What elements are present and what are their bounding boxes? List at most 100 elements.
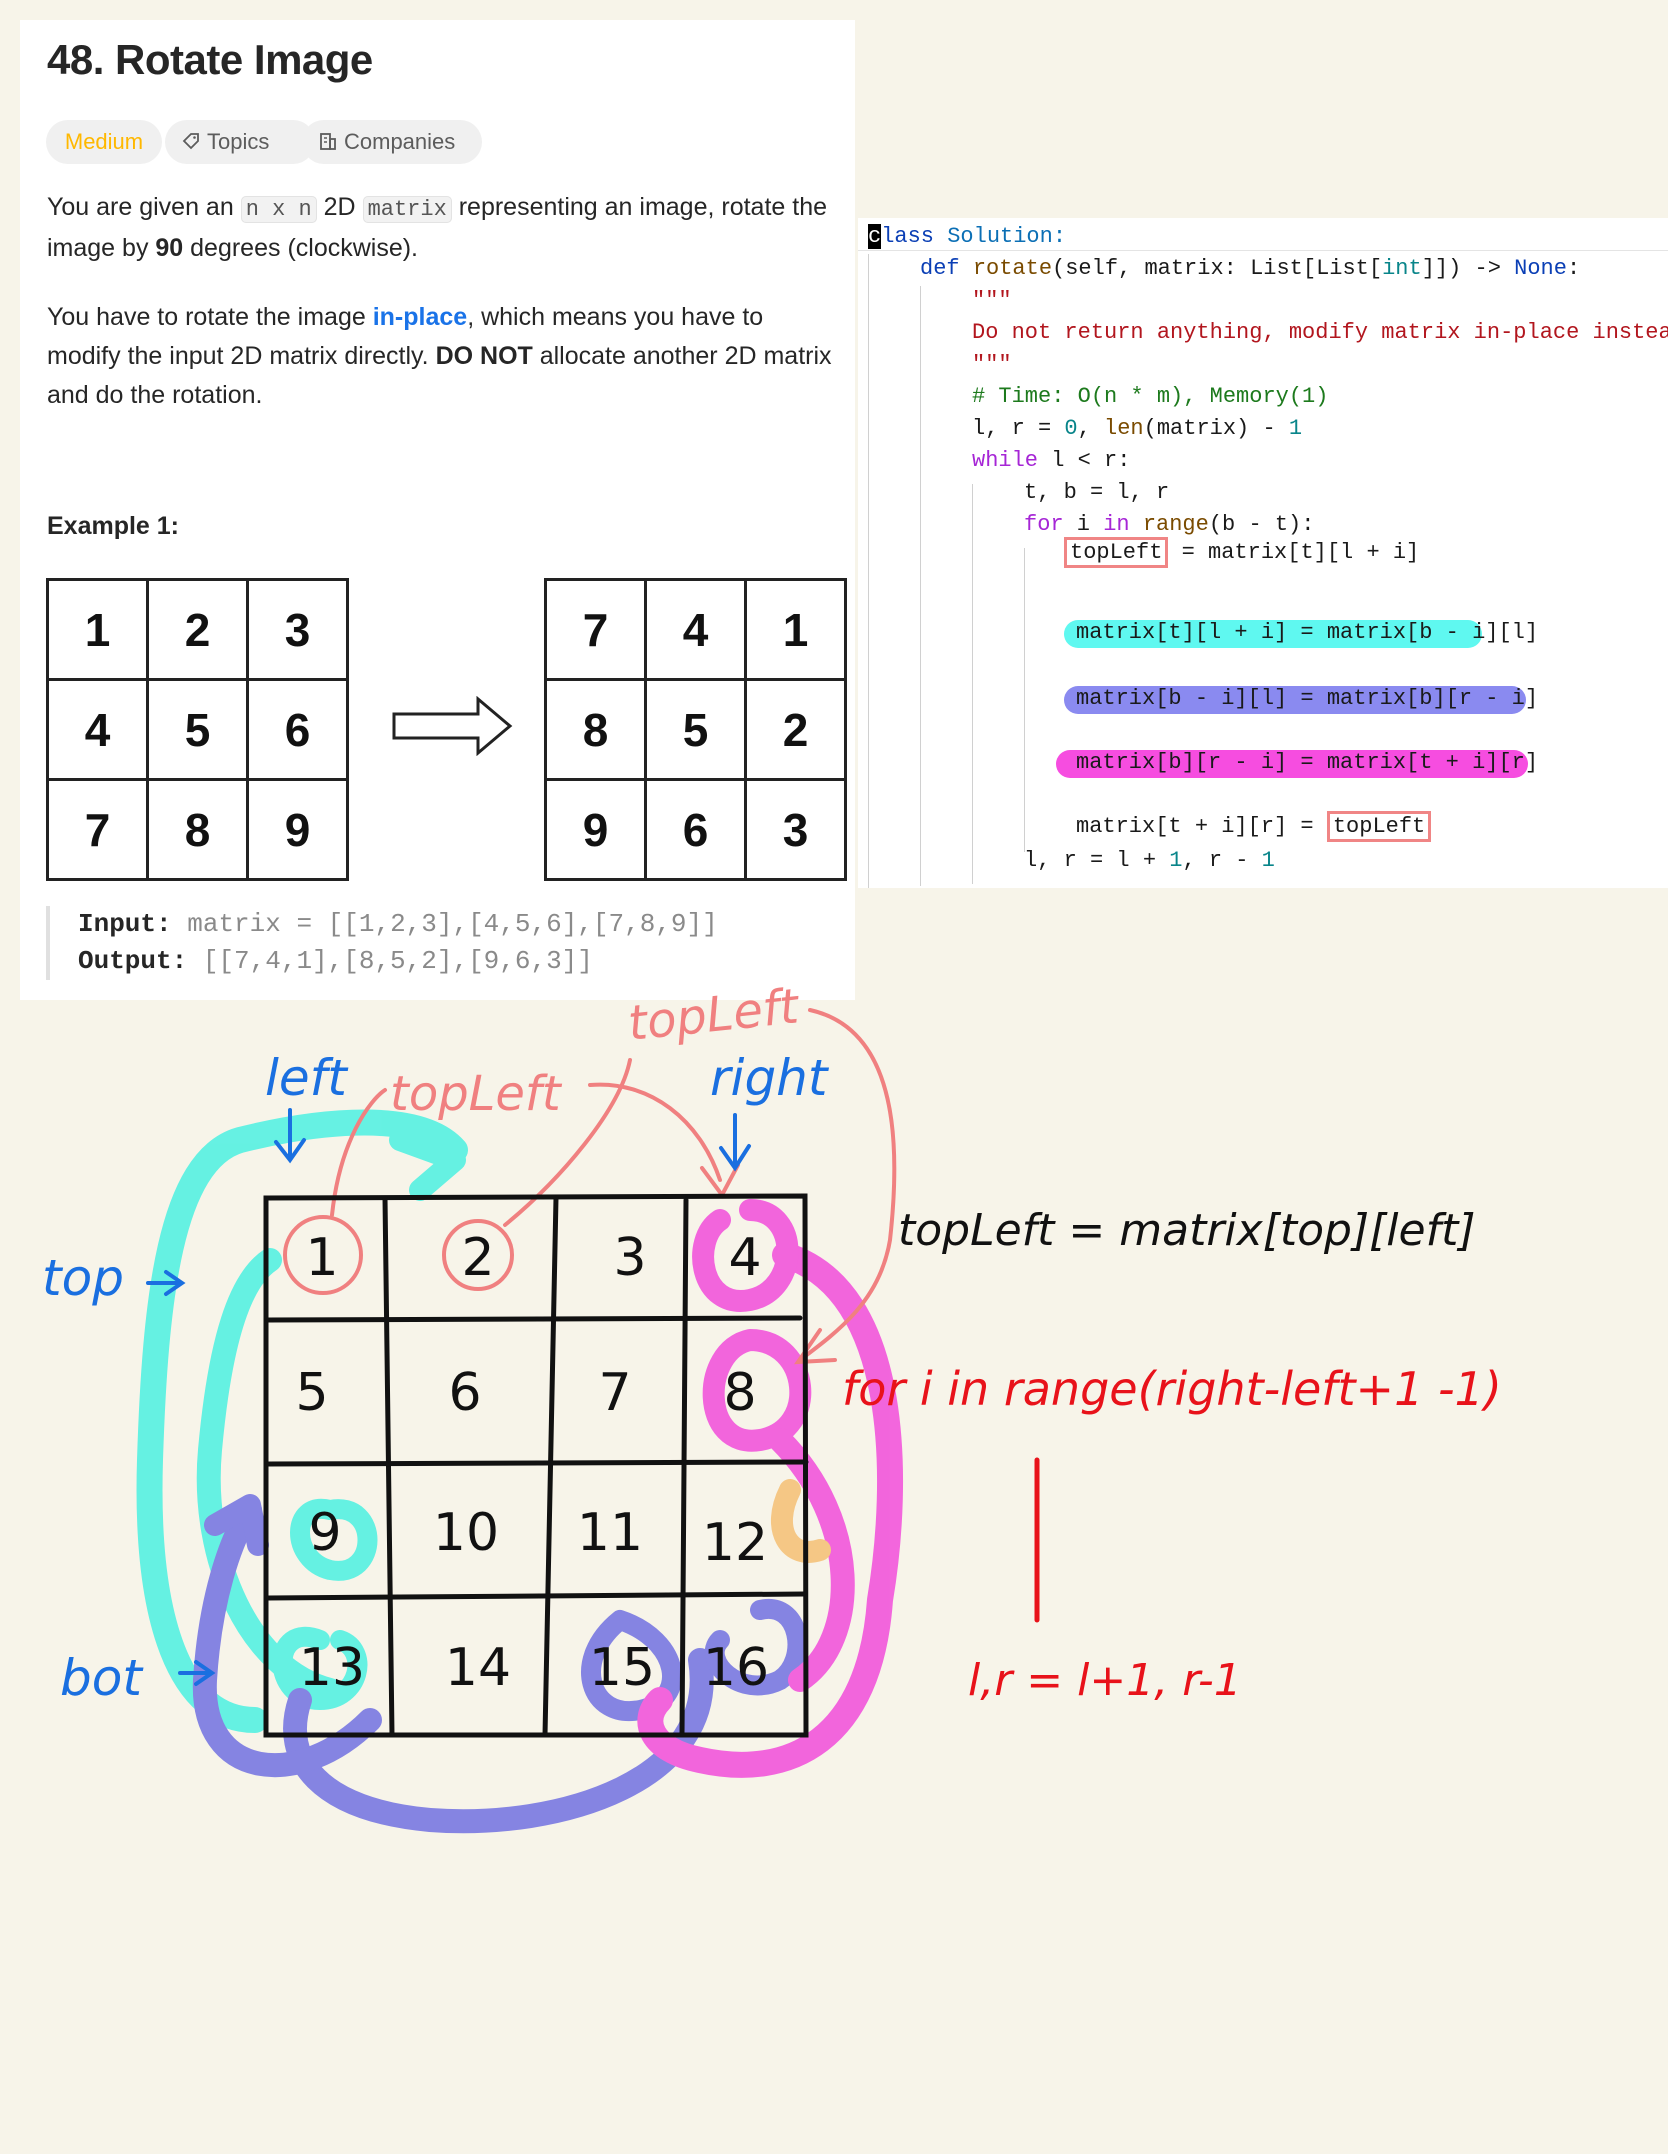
- matrix-cell: 6: [644, 778, 747, 881]
- matrix-cell: 5: [146, 678, 249, 781]
- matrix-cell: 3: [246, 578, 349, 681]
- code-line: matrix[b - i][l] = matrix[b][r - i]: [1076, 686, 1539, 711]
- builtin: range: [1142, 512, 1209, 537]
- code-line: l, r = 0, len(matrix) - 1: [972, 416, 1302, 441]
- indent-guide: [868, 254, 869, 888]
- problem-title: 48. Rotate Image: [47, 36, 373, 83]
- code-text: = matrix[t][l + i]: [1168, 540, 1420, 565]
- formula-note: topLeft = matrix[top][left]: [898, 1205, 1476, 1256]
- function-name: rotate: [972, 256, 1053, 281]
- cursor-char: c: [868, 224, 882, 249]
- matrix-cell: 2: [146, 578, 249, 681]
- matrix-cell: 9: [544, 778, 647, 881]
- matrix-cell: 7: [46, 778, 149, 881]
- cyan-rotation-stroke: [136, 1109, 468, 1733]
- magenta-loop: [702, 1329, 812, 1452]
- code-text: l, r =: [972, 416, 1065, 441]
- type-name: int: [1382, 256, 1422, 281]
- update-note: l,r = l+1, r-1: [968, 1655, 1242, 1706]
- grid-line: [382, 1195, 395, 1738]
- magenta-highlight: [1056, 750, 1528, 778]
- hand-number: 10: [433, 1503, 499, 1563]
- grid-line: [542, 1195, 559, 1738]
- matrix-cell: 2: [744, 678, 847, 781]
- difficulty-badge[interactable]: Medium: [46, 120, 162, 164]
- top-label: top: [42, 1249, 124, 1307]
- code-editor[interactable]: class Solution: def rotate(self, matrix:…: [858, 218, 1668, 888]
- hand-number: 6: [448, 1363, 481, 1423]
- builtin: len: [1104, 416, 1144, 441]
- matrix-cell: 1: [744, 578, 847, 681]
- code-text: ,: [1077, 416, 1105, 441]
- grid-line: [265, 1459, 809, 1467]
- text: representing an image, rotate the image …: [47, 193, 828, 262]
- topleft-box: topLeft: [1326, 811, 1432, 842]
- matrix-cell: 7: [544, 578, 647, 681]
- output-label: Output:: [78, 946, 188, 976]
- hand-number: 9: [308, 1503, 341, 1563]
- down-arrow-icon: [719, 1113, 751, 1172]
- companies-tag[interactable]: Companies: [302, 120, 482, 164]
- code-text: (matrix) -: [1143, 416, 1289, 441]
- hand-number: 13: [299, 1638, 365, 1698]
- code-text: i: [1063, 512, 1104, 537]
- in-place-link[interactable]: in-place: [372, 303, 468, 331]
- description-paragraph-1: You are given an n x n 2D matrix represe…: [47, 188, 837, 268]
- code-comment: # Time: O(n * m), Memory(1): [972, 384, 1329, 409]
- arrow-stroke: [588, 1082, 722, 1182]
- topleft-label: topLeft: [625, 978, 803, 1052]
- keyword: lass: [881, 224, 935, 249]
- input-line: Input: matrix = [[1,2,3],[4,5,6],[7,8,9]…: [78, 906, 718, 943]
- keyword: None: [1514, 256, 1567, 281]
- hand-number: 12: [702, 1513, 768, 1573]
- matrix-cell: 5: [644, 678, 747, 781]
- code-line: for i in range(b - t):: [1024, 512, 1314, 537]
- line-highlight: [858, 250, 1668, 251]
- grid-line: [679, 1197, 689, 1738]
- number: 0: [1064, 416, 1078, 441]
- code-line: l, r = l + 1, r - 1: [1024, 848, 1275, 873]
- topics-tag-label: Topics: [207, 129, 270, 154]
- hand-number: 8: [723, 1363, 756, 1423]
- code-line: t, b = l, r: [1024, 480, 1170, 505]
- indent-guide: [1024, 548, 1025, 852]
- number: 1: [1169, 848, 1183, 873]
- bold-text: DO NOT: [435, 342, 533, 370]
- pointer-stroke: [503, 1058, 632, 1227]
- matrix-cell: 1: [46, 578, 149, 681]
- pointer-stroke: [330, 1088, 387, 1217]
- left-label: left: [265, 1049, 349, 1107]
- code-text: (self, matrix: List[List[: [1052, 256, 1383, 281]
- code-line: """: [972, 352, 1012, 377]
- hand-number: 4: [728, 1228, 761, 1288]
- code-text: l < r:: [1038, 448, 1131, 473]
- magenta-rotation-stroke: [637, 1242, 904, 1778]
- keyword: def: [920, 256, 960, 281]
- circle-mark: [283, 1215, 363, 1295]
- arrow-stroke: [798, 1008, 897, 1362]
- code-text: (b - t):: [1208, 512, 1315, 537]
- code-chip: n x n: [240, 196, 317, 223]
- magenta-loop: [692, 1199, 799, 1312]
- code-line: matrix[b][r - i] = matrix[t + i][r]: [1076, 750, 1539, 775]
- code-text: l, r = l +: [1024, 848, 1170, 873]
- text: You have to rotate the image: [47, 303, 373, 331]
- code-text: , r -: [1182, 848, 1262, 873]
- right-arrow-icon: [146, 1270, 186, 1296]
- text: You are given an: [47, 193, 241, 221]
- code-line: """: [972, 288, 1012, 313]
- code-line: matrix[t][l + i] = matrix[b - i][l]: [1076, 620, 1539, 645]
- code-chip: matrix: [362, 196, 452, 223]
- code-text: ]]) ->: [1421, 256, 1515, 281]
- input-label: Input:: [78, 909, 172, 939]
- number: 1: [1288, 416, 1303, 441]
- topics-tag[interactable]: Topics: [165, 120, 315, 164]
- cyan-arrowhead: [389, 1129, 466, 1201]
- bold-text: 90: [155, 234, 184, 262]
- class-name: Solution:: [934, 224, 1067, 249]
